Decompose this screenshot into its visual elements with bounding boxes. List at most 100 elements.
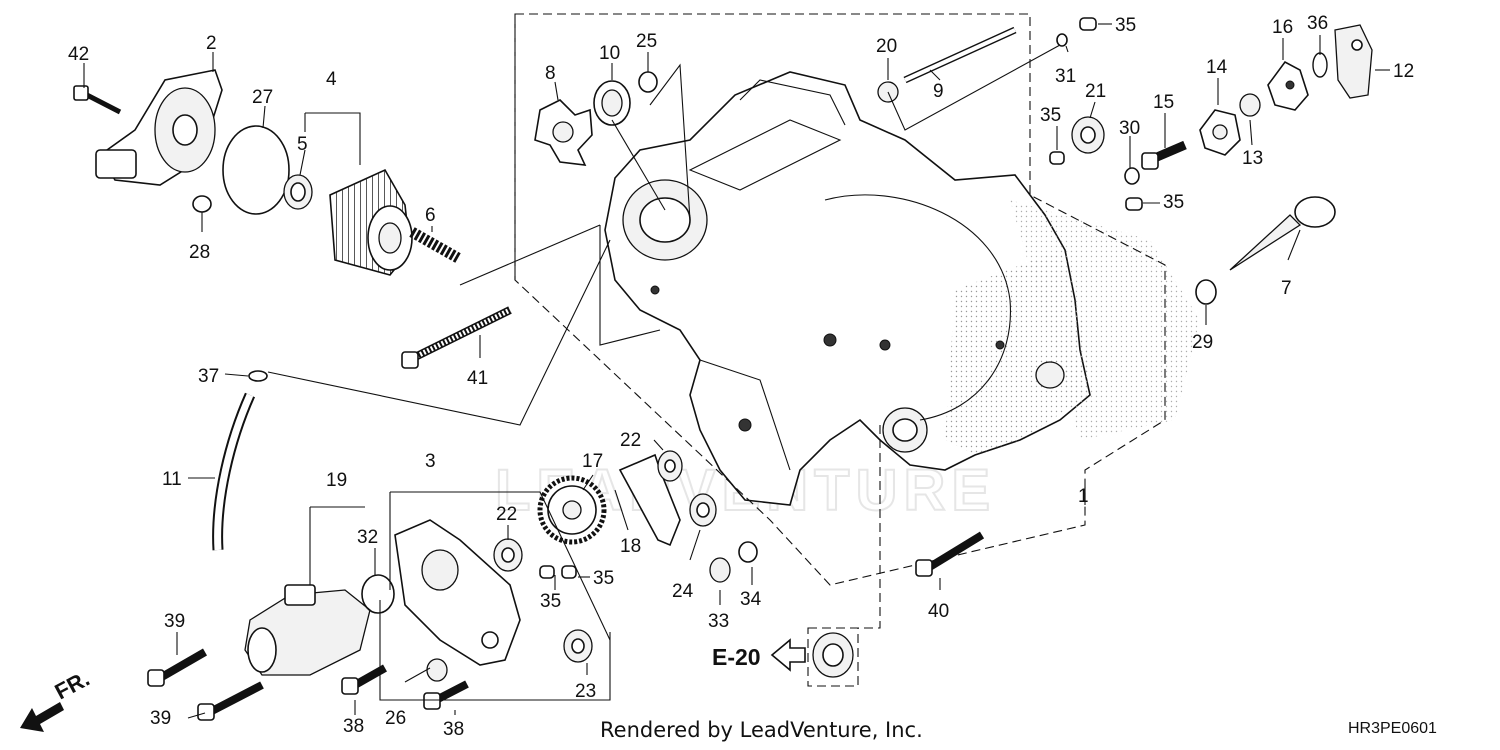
callout-23: 23 [575, 681, 596, 702]
callout-29: 29 [1192, 332, 1213, 353]
oil-seal-e20 [812, 632, 854, 678]
callout-4: 4 [326, 69, 337, 90]
callout-36: 36 [1307, 13, 1328, 34]
callout-31: 31 [1055, 66, 1076, 87]
reference-label: E-20 [712, 644, 761, 670]
callout-40: 40 [928, 601, 949, 622]
front-marker-label: FR. [51, 666, 94, 705]
callout-32: 32 [357, 527, 378, 548]
callout-13: 13 [1242, 148, 1263, 169]
washer-part-31 [1056, 33, 1068, 47]
hose-part-11 [212, 392, 256, 551]
o-ring-part-29 [1195, 279, 1217, 305]
bolt-part-15 [1141, 140, 1187, 170]
starter-motor-part-19 [244, 584, 371, 676]
dowel-pin-part-35-right [1125, 197, 1143, 211]
callout-20: 20 [876, 36, 897, 57]
callout-39-upper: 39 [164, 611, 185, 632]
bearing-part-24 [689, 493, 717, 527]
callout-33: 33 [708, 611, 729, 632]
bolt-part-38-left [341, 664, 387, 695]
callout-22-upper: 22 [620, 430, 641, 451]
washer-part-28 [192, 195, 212, 213]
dowel-pin-part-35-mid [1049, 151, 1065, 165]
o-ring-part-32 [361, 574, 395, 614]
callout-16: 16 [1272, 17, 1293, 38]
callout-41: 41 [467, 368, 488, 389]
callout-34: 34 [740, 589, 762, 610]
clip-part-37 [248, 370, 268, 382]
bearing-part-22-lower [493, 538, 523, 572]
callout-17: 17 [582, 451, 603, 472]
bolt-part-39-upper [147, 648, 208, 687]
callout-1: 1 [1078, 486, 1089, 507]
pump-rotor-part-8 [534, 99, 593, 166]
callout-25: 25 [636, 31, 657, 52]
callout-12: 12 [1393, 61, 1414, 82]
callout-35-mid: 35 [1040, 105, 1061, 126]
callout-9: 9 [933, 81, 944, 102]
assembly-outlines [514, 13, 1166, 687]
reference-arrow-e20: E-20 [712, 638, 806, 672]
bolt-part-39-lower [197, 681, 264, 721]
cap-part-14 [1199, 109, 1241, 156]
callout-3: 3 [425, 451, 436, 472]
arm-part-18 [618, 453, 681, 547]
callout-22-lower: 22 [496, 504, 517, 525]
callout-14: 14 [1206, 57, 1228, 78]
collar-part-33 [709, 557, 731, 583]
gear-part-17 [537, 475, 607, 545]
bearing-part-22-upper [657, 450, 683, 482]
bolt-part-41 [401, 306, 512, 369]
front-direction-marker: FR. [20, 666, 94, 732]
callout-37: 37 [198, 366, 219, 387]
bearing-part-21 [1071, 116, 1105, 154]
spring-part-13 [1239, 93, 1261, 117]
leader-lines [83, 23, 1390, 719]
callout-26: 26 [385, 708, 406, 729]
callout-39-lower: 39 [150, 708, 171, 729]
callout-labels: 1 2 3 4 5 6 7 8 9 10 11 12 13 14 15 16 1… [68, 13, 1414, 740]
oil-filter-part-4 [329, 168, 413, 276]
shaft-part-9 [903, 26, 1017, 84]
callout-35-lower-a: 35 [540, 591, 561, 612]
callout-10: 10 [599, 43, 620, 64]
spring-part-6 [409, 227, 461, 263]
callout-2: 2 [206, 33, 217, 54]
bearing-part-23 [563, 629, 593, 663]
o-ring-part-36 [1312, 52, 1328, 78]
seal-part-5 [283, 174, 313, 210]
callout-35-lower-b: 35 [593, 568, 614, 589]
footer-credit: Rendered by LeadVenture, Inc. [600, 718, 923, 742]
callout-35-right: 35 [1163, 192, 1184, 213]
callout-5: 5 [297, 134, 308, 155]
callout-6: 6 [425, 205, 436, 226]
callout-7: 7 [1281, 278, 1292, 299]
washer-part-25 [638, 71, 658, 93]
callout-38-left: 38 [343, 716, 364, 737]
callout-42: 42 [68, 44, 89, 65]
bolt-part-42 [73, 85, 122, 115]
filter-cover-part-2 [95, 69, 223, 186]
dowel-pin-part-35-top [1079, 17, 1097, 31]
plate-part-16 [1267, 60, 1309, 111]
washer-part-30 [1124, 167, 1140, 185]
o-ring-part-27 [222, 125, 290, 215]
bolt-part-40 [915, 531, 985, 577]
dipstick-part-7 [1229, 196, 1336, 271]
callout-30: 30 [1119, 118, 1140, 139]
callout-27: 27 [252, 87, 273, 108]
crankcase-cover-part-1 [604, 71, 1200, 506]
diagram-code: HR3PE0601 [1348, 720, 1437, 737]
callout-28: 28 [189, 242, 210, 263]
callout-19: 19 [326, 470, 347, 491]
callout-15: 15 [1153, 92, 1174, 113]
callout-18: 18 [620, 536, 641, 557]
gasket-part-12 [1334, 24, 1373, 99]
callout-8: 8 [545, 63, 556, 84]
callout-24: 24 [672, 581, 694, 602]
cover-part-3 [394, 519, 521, 666]
seal-part-10 [593, 80, 631, 126]
callout-35-top: 35 [1115, 15, 1136, 36]
